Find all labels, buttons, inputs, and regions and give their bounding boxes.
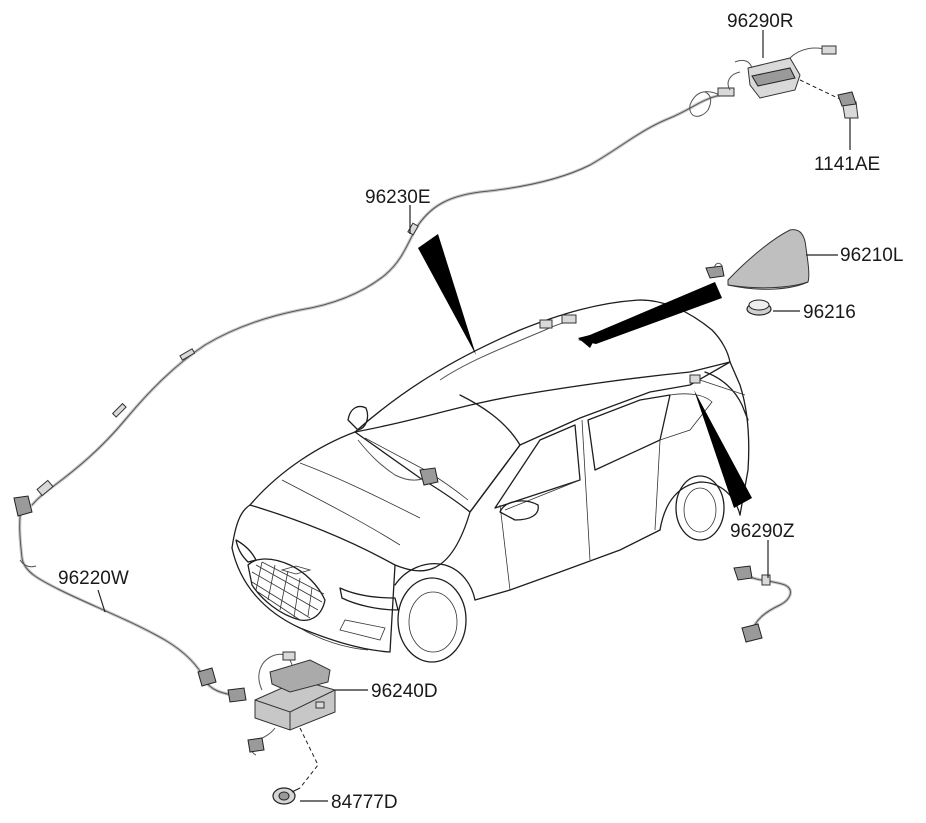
cable-96220w xyxy=(13,495,247,703)
label-96290z: 96290Z xyxy=(730,521,795,542)
label-1141ae: 1141AE xyxy=(814,154,880,175)
label-96220w: 96220W xyxy=(58,568,129,589)
label-96240d: 96240D xyxy=(371,681,438,702)
shark-fin-antenna-96210l xyxy=(705,229,810,290)
label-96210l: 96210L xyxy=(840,245,903,266)
label-96216: 96216 xyxy=(803,302,856,323)
label-84777d: 84777D xyxy=(331,792,398,813)
car-illustration xyxy=(231,299,750,663)
grommet-96216 xyxy=(746,299,772,316)
part-number-labels: 96290R 1141AE 96230E 96210L 96216 96290Z… xyxy=(58,11,903,813)
amplifier-96240d xyxy=(247,651,336,789)
antenna-module-96290r xyxy=(727,45,843,101)
bolt-1141ae xyxy=(837,91,859,119)
leader-lines xyxy=(97,30,851,802)
location-pointers xyxy=(418,234,752,508)
label-96230e: 96230E xyxy=(365,187,431,208)
label-96290r: 96290R xyxy=(727,11,794,32)
cable-96290z xyxy=(733,565,793,643)
clip-84777d xyxy=(272,787,301,805)
roof-cable-96230e xyxy=(30,87,735,507)
